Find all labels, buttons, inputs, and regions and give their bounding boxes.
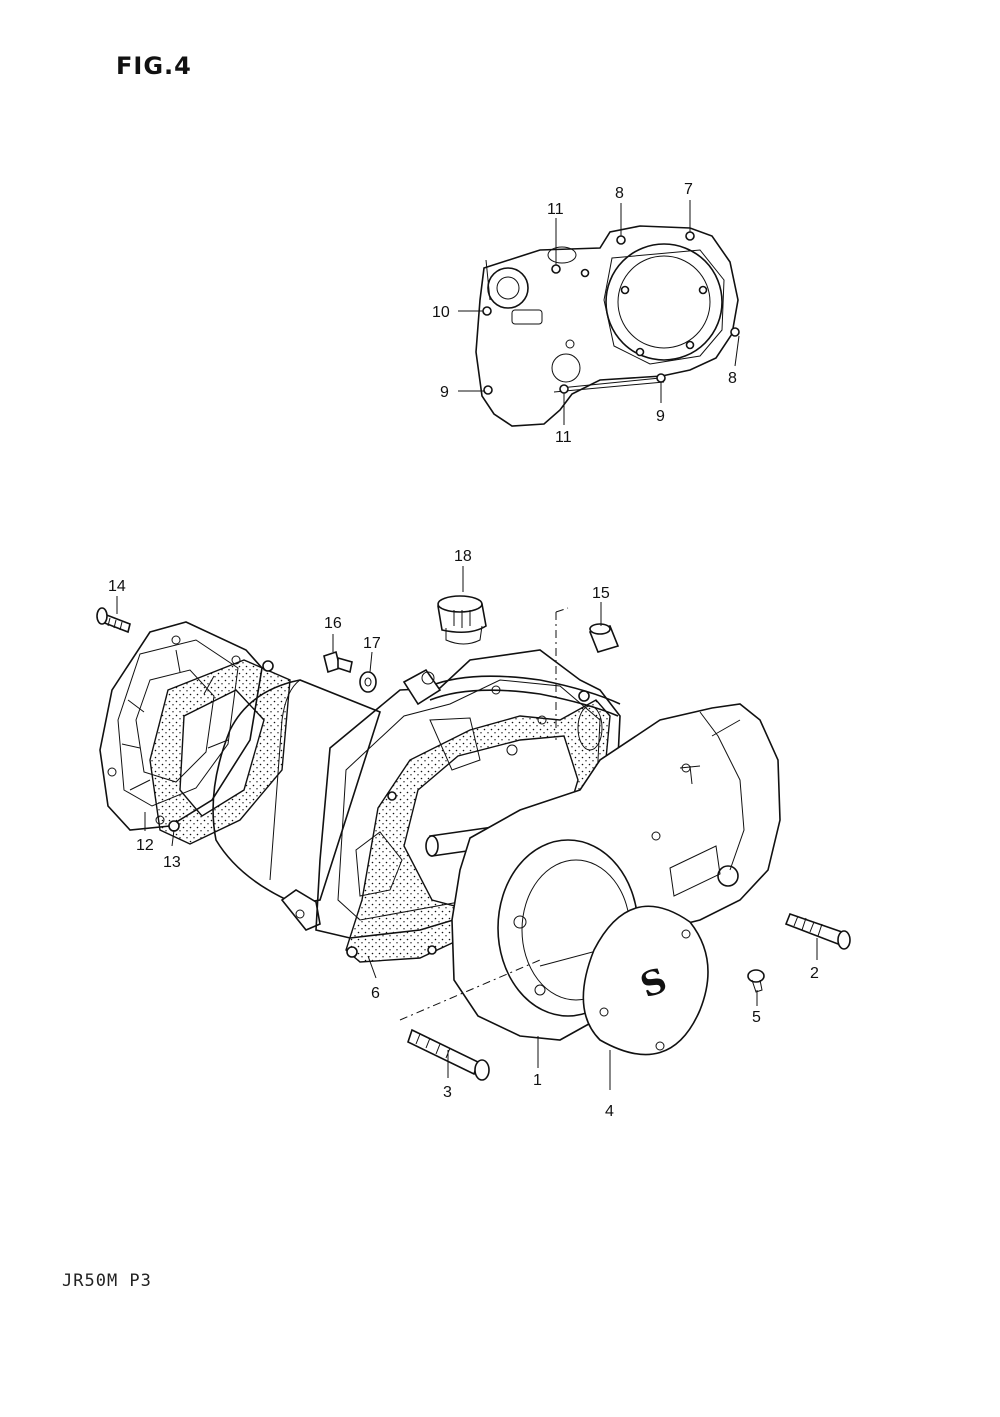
cover-screw-layout-inset: [458, 200, 740, 427]
part-5-screw: [747, 969, 765, 993]
cylinder-body: [212, 679, 381, 931]
callout-13: 13: [163, 854, 181, 871]
inset-cover-outline: [475, 225, 739, 427]
callout-numbers: 7 8 11 10 9 8 9 11 18 14 15 16 17 12 13 …: [108, 181, 819, 1120]
callout-8-top: 8: [615, 185, 624, 202]
callout-11-top: 11: [547, 201, 564, 218]
callout-5: 5: [752, 1009, 761, 1026]
callout-9-left: 9: [440, 384, 449, 401]
callout-6: 6: [371, 985, 380, 1002]
callout-16: 16: [324, 615, 342, 632]
callout-15: 15: [592, 585, 610, 602]
oil-hose: [402, 668, 621, 717]
callout-18: 18: [454, 548, 472, 565]
callout-14: 14: [108, 578, 126, 595]
part-4-cover-plate: S: [582, 905, 709, 1056]
part-18-oil-filler-cap: [437, 595, 487, 645]
callout-9-right: 9: [656, 408, 665, 425]
callout-2: 2: [810, 965, 819, 982]
callout-11-bottom: 11: [555, 429, 572, 446]
inset-screw-holes: [482, 231, 740, 395]
callout-3: 3: [443, 1084, 452, 1101]
callout-7: 7: [684, 181, 693, 198]
part-1-crankcase-cover: [451, 703, 781, 1041]
callout-10: 10: [432, 304, 450, 321]
alignment-lines: [399, 607, 569, 1021]
inset-leader-lines: [458, 200, 740, 425]
callout-1: 1: [533, 1072, 542, 1089]
callout-4: 4: [605, 1103, 614, 1120]
part-16-bolt: [323, 650, 353, 674]
part-14-screw: [96, 607, 131, 634]
part-3-screw: [407, 1028, 490, 1081]
model-code-label: JR50M P3: [62, 1271, 152, 1291]
figure-title: FIG.4: [116, 52, 192, 80]
part-13-gasket: [149, 659, 291, 845]
part-17-washer: [359, 671, 377, 693]
part-15-dowel-pin: [588, 623, 620, 653]
callout-17: 17: [363, 635, 381, 652]
callout-12: 12: [136, 837, 154, 854]
part-2-screw: [784, 912, 851, 950]
main-leader-lines: [116, 566, 818, 1090]
callout-8-right: 8: [728, 370, 737, 387]
